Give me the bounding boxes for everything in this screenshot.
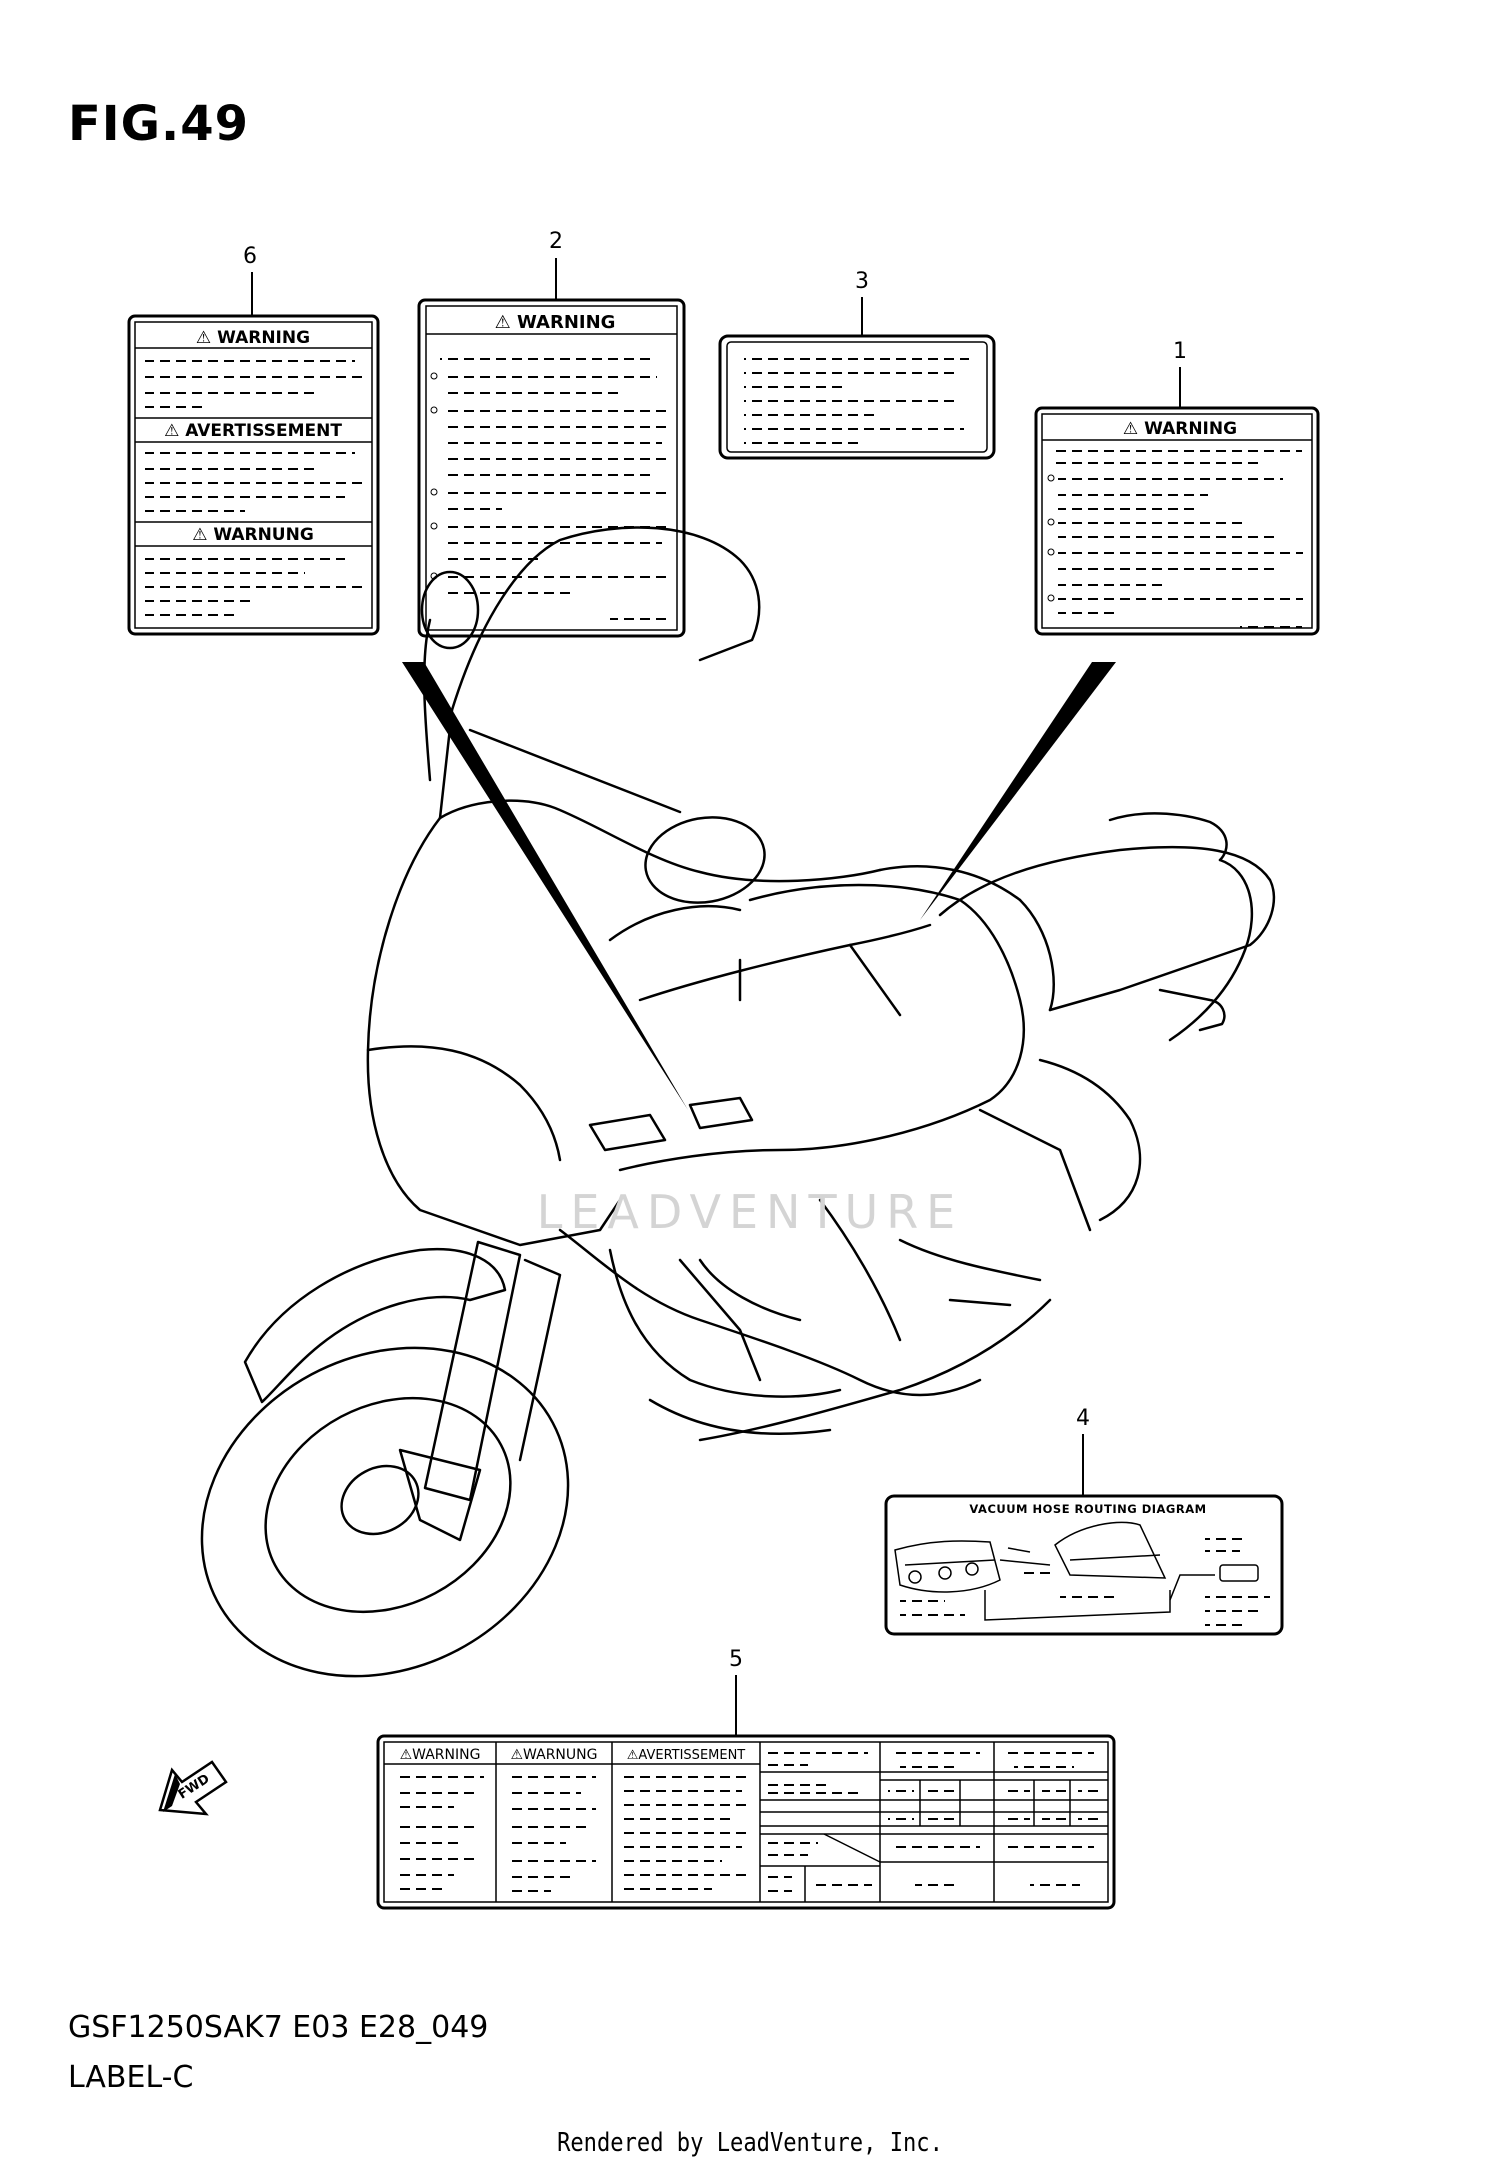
label-6-text-lines-fr bbox=[145, 452, 365, 512]
render-credit: Rendered by LeadVenture, Inc. bbox=[557, 2128, 943, 2158]
label-6[interactable]: 6 ⚠ WARNING ⚠ AVERTISSEMENT ⚠ WARNUNG bbox=[127, 244, 380, 636]
label-5-spec-table bbox=[760, 1742, 1108, 1902]
label-2-text-lines bbox=[430, 358, 672, 620]
label-5-heading-warning: ⚠WARNING bbox=[400, 1747, 481, 1763]
fwd-arrow-icon: FWD bbox=[158, 1760, 228, 1816]
label-6-heading-warning: ⚠ WARNING bbox=[196, 328, 310, 348]
label-6-text-lines-de bbox=[145, 558, 365, 616]
label-6-heading-warnung: ⚠ WARNUNG bbox=[192, 525, 314, 545]
label-1[interactable]: 1 ⚠ WARNING bbox=[1034, 339, 1320, 636]
vacuum-hose-diagram bbox=[894, 1521, 1259, 1621]
pointer-wedge-label-1 bbox=[920, 662, 1116, 920]
label-3-text-lines bbox=[744, 358, 969, 444]
figure-title: FIG.49 bbox=[68, 96, 250, 152]
label-4[interactable]: 4 VACUUM HOSE ROUTING DIAGRAM bbox=[884, 1406, 1284, 1636]
label-6-heading-avertissement: ⚠ AVERTISSEMENT bbox=[164, 421, 342, 441]
callout-3: 3 bbox=[855, 269, 869, 294]
label-6-text-lines bbox=[145, 360, 365, 408]
section-name: LABEL-C bbox=[68, 2060, 194, 2095]
pointer-wedge-label-6-2 bbox=[402, 662, 688, 1110]
callout-4: 4 bbox=[1076, 1406, 1090, 1431]
label-5[interactable]: 5 ⚠WARNING ⚠WARNUNG ⚠AVERTISSEMENT bbox=[376, 1647, 1116, 1910]
callout-6: 6 bbox=[243, 244, 257, 269]
watermark-text: LEADVENTURE bbox=[537, 1185, 964, 1239]
label-4-heading: VACUUM HOSE ROUTING DIAGRAM bbox=[969, 1502, 1206, 1516]
label-5-heading-warnung: ⚠WARNUNG bbox=[511, 1747, 598, 1763]
motorcycle-illustration bbox=[200, 526, 1276, 1678]
label-5-heading-avertissement: ⚠AVERTISSEMENT bbox=[627, 1748, 746, 1763]
model-code: GSF1250SAK7 E03 E28_049 bbox=[68, 2010, 489, 2045]
label-2-heading: ⚠ WARNING bbox=[495, 312, 616, 333]
label-1-heading: ⚠ WARNING bbox=[1123, 419, 1237, 439]
label-5-spec-lines bbox=[768, 1752, 1102, 1892]
callout-5: 5 bbox=[729, 1647, 743, 1672]
label-3[interactable]: 3 bbox=[718, 269, 996, 460]
callout-2: 2 bbox=[549, 229, 563, 254]
label-4-text-lines bbox=[900, 1538, 1270, 1626]
label-5-text-lines bbox=[394, 1776, 747, 1892]
label-2[interactable]: 2 ⚠ WARNING bbox=[417, 229, 686, 638]
label-1-text-lines bbox=[1047, 450, 1303, 628]
callout-1: 1 bbox=[1173, 339, 1187, 364]
